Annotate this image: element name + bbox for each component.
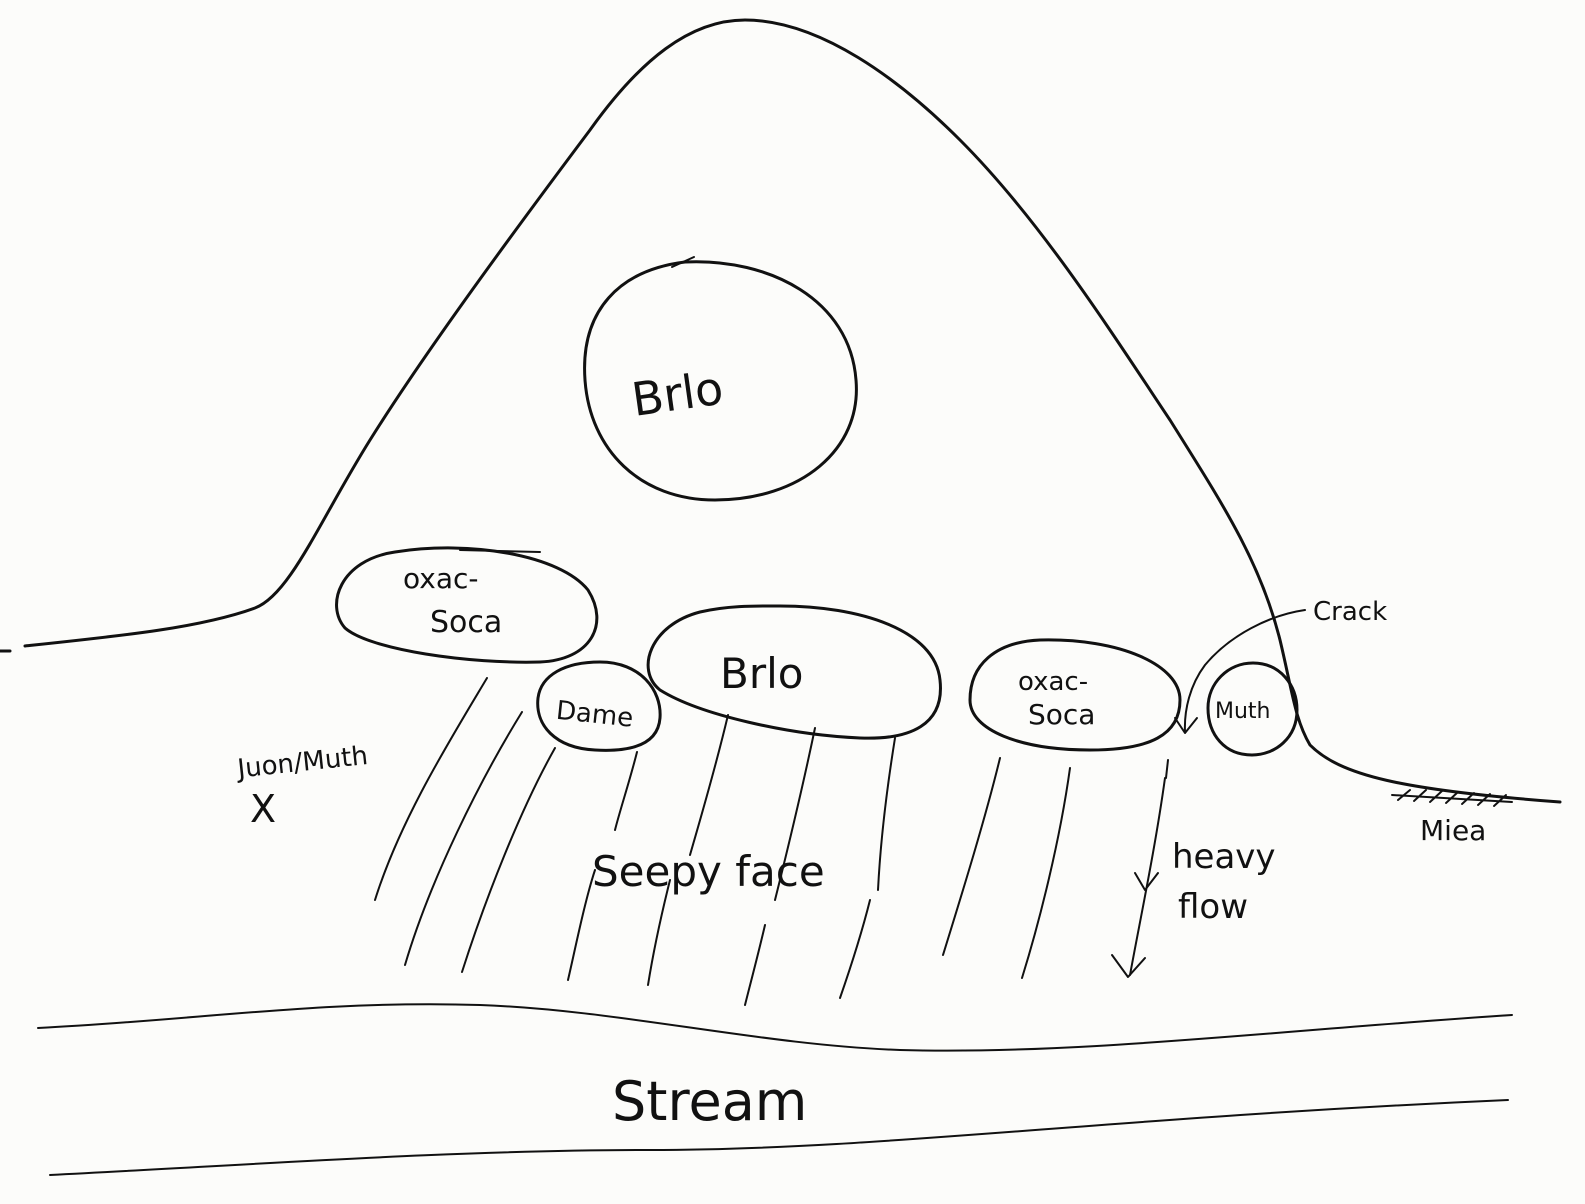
- brlo-top-label: Brlo: [628, 361, 726, 427]
- miea-hatch: [1461, 792, 1475, 805]
- crack-label: Crack: [1313, 597, 1387, 627]
- hatch-line: [1021, 767, 1071, 979]
- brlo-top-circle-tick: [671, 256, 695, 268]
- oxac-soca-right-label-2: Soca: [1028, 698, 1095, 731]
- dame-label: Dame: [555, 696, 635, 734]
- miea-hatch: [1413, 789, 1427, 802]
- oxac-soca-left-shape: [335, 546, 599, 664]
- hatch-line: [839, 899, 871, 999]
- miea-hatch: [1477, 793, 1491, 806]
- miea-hatch: [1493, 794, 1507, 807]
- muth-label: Muth: [1215, 699, 1271, 724]
- miea-hatch-mark: [1391, 789, 1513, 807]
- stream-bank-lower: [49, 1099, 1509, 1176]
- hatch-line: [647, 879, 671, 986]
- flow-label: flow: [1178, 887, 1248, 927]
- brlo-mid-label: Brlo: [720, 649, 803, 698]
- x-marker: X: [250, 787, 276, 831]
- hatch-line: [567, 869, 596, 981]
- hatch-line: [774, 727, 816, 901]
- heavy-flow-tick: [1165, 759, 1169, 779]
- oxac-soca-left-tick: [459, 549, 541, 553]
- oxac-soca-left-label-1: oxac-: [403, 562, 479, 595]
- brlo-top-circle: [583, 260, 858, 502]
- oxac-soca-right-label-1: oxac-: [1018, 667, 1088, 697]
- juon-muth-label: Juon/Muth: [234, 741, 369, 785]
- miea-hatch: [1397, 789, 1411, 801]
- hatch-line: [461, 747, 556, 973]
- heavy-label: heavy: [1172, 837, 1276, 877]
- oxac-soca-right-shape: [968, 638, 1182, 752]
- heavy-flow-midhead: [1134, 872, 1159, 891]
- seepy-face-hatching: [374, 677, 1071, 1006]
- muth-shape: [1206, 661, 1299, 757]
- miea-hatch: [1445, 791, 1459, 804]
- hatch-line: [614, 751, 638, 831]
- hatch-line: [877, 737, 896, 891]
- miea-hatch: [1429, 790, 1443, 803]
- oxac-soca-left-label-2: Soca: [430, 605, 502, 640]
- miea-label: Miea: [1420, 814, 1486, 847]
- hatch-line: [942, 757, 1001, 956]
- hatch-line: [374, 677, 488, 901]
- hatch-line: [744, 924, 766, 1006]
- hatch-line: [404, 711, 523, 966]
- crack-arrow-head: [1174, 717, 1198, 734]
- brlo-mid-shape: [646, 604, 942, 740]
- seepy-face-label: Seepy face: [592, 847, 825, 896]
- stream-label: Stream: [612, 1070, 807, 1133]
- dame-shape: [536, 660, 662, 752]
- crack-leader-line: [1183, 609, 1306, 733]
- stream-bank-upper: [37, 1003, 1513, 1052]
- heavy-flow-arrow-head: [1111, 954, 1146, 978]
- hatch-line: [689, 714, 729, 856]
- heavy-flow-arrow: [1129, 777, 1166, 976]
